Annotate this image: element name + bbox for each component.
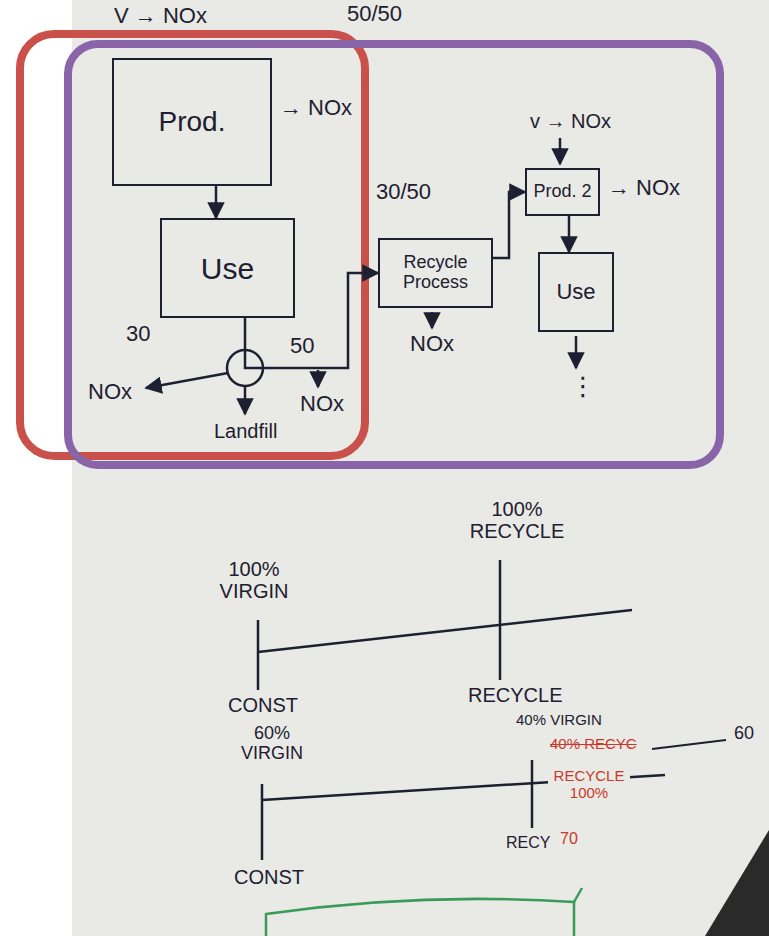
scale-tick — [257, 620, 260, 690]
note-label: 30/50 — [374, 180, 433, 204]
note-label: CONST — [226, 694, 300, 716]
box-label: Use — [556, 280, 595, 304]
process-box: Use — [538, 252, 614, 332]
process-box: Use — [160, 218, 295, 318]
note-label: V → NOx — [112, 4, 209, 28]
flow-arrow — [568, 216, 571, 252]
note-label: RECY — [504, 834, 552, 852]
process-box: Prod. — [112, 58, 272, 186]
scale-line — [258, 610, 632, 652]
note-label: RECYCLE 100% — [548, 768, 630, 801]
note-label: 60% VIRGIN — [234, 724, 310, 764]
input-arrow — [559, 138, 562, 164]
note-label: 70 — [558, 830, 580, 848]
continue-arrow — [575, 336, 578, 368]
note-label: ⋮ — [568, 372, 598, 401]
note-label: NOx — [298, 392, 346, 416]
note-label: 60 — [732, 724, 756, 744]
note-label: → NOx — [606, 176, 682, 200]
note-label: 30 — [124, 322, 152, 346]
photo-shadow — [705, 830, 769, 936]
note-label: RECYCLE — [466, 684, 564, 706]
flow-arrow — [493, 192, 525, 258]
note-label: 50/50 — [345, 2, 404, 26]
emission-arrow — [317, 370, 320, 387]
note-label: NOx — [86, 380, 134, 404]
flow-arrow — [215, 186, 218, 218]
note-label: 40% RECYC — [548, 736, 639, 753]
note-label: v → NOx — [528, 110, 613, 132]
note-label: 40% VIRGIN — [514, 712, 604, 729]
edge-label: 50 — [288, 334, 316, 358]
leader-line — [652, 740, 726, 749]
green-bracket — [266, 899, 574, 936]
note-label: 100% VIRGIN — [212, 558, 296, 602]
scale-tick — [531, 760, 534, 828]
box-label: Recycle Process — [387, 253, 485, 293]
emission-arrow — [146, 373, 228, 388]
note-label: CONST — [232, 866, 306, 888]
note-label: 100% RECYCLE — [466, 498, 568, 542]
emission-arrow — [431, 312, 434, 328]
process-box: Recycle Process — [378, 238, 493, 308]
box-label: Prod. 2 — [533, 182, 591, 202]
note-label: NOx — [408, 332, 456, 356]
green-bracket — [574, 888, 582, 902]
scale-tick — [499, 560, 502, 680]
note-label: Landfill — [212, 420, 279, 442]
note-label: → NOx — [278, 96, 354, 120]
purple-highlight — [68, 44, 720, 465]
scale-tick — [261, 784, 264, 860]
flow-arrow — [245, 273, 378, 368]
process-box: Prod. 2 — [525, 168, 600, 216]
box-label: Prod. — [159, 107, 226, 138]
landfill-arrow — [244, 386, 247, 414]
box-label: Use — [201, 252, 254, 285]
